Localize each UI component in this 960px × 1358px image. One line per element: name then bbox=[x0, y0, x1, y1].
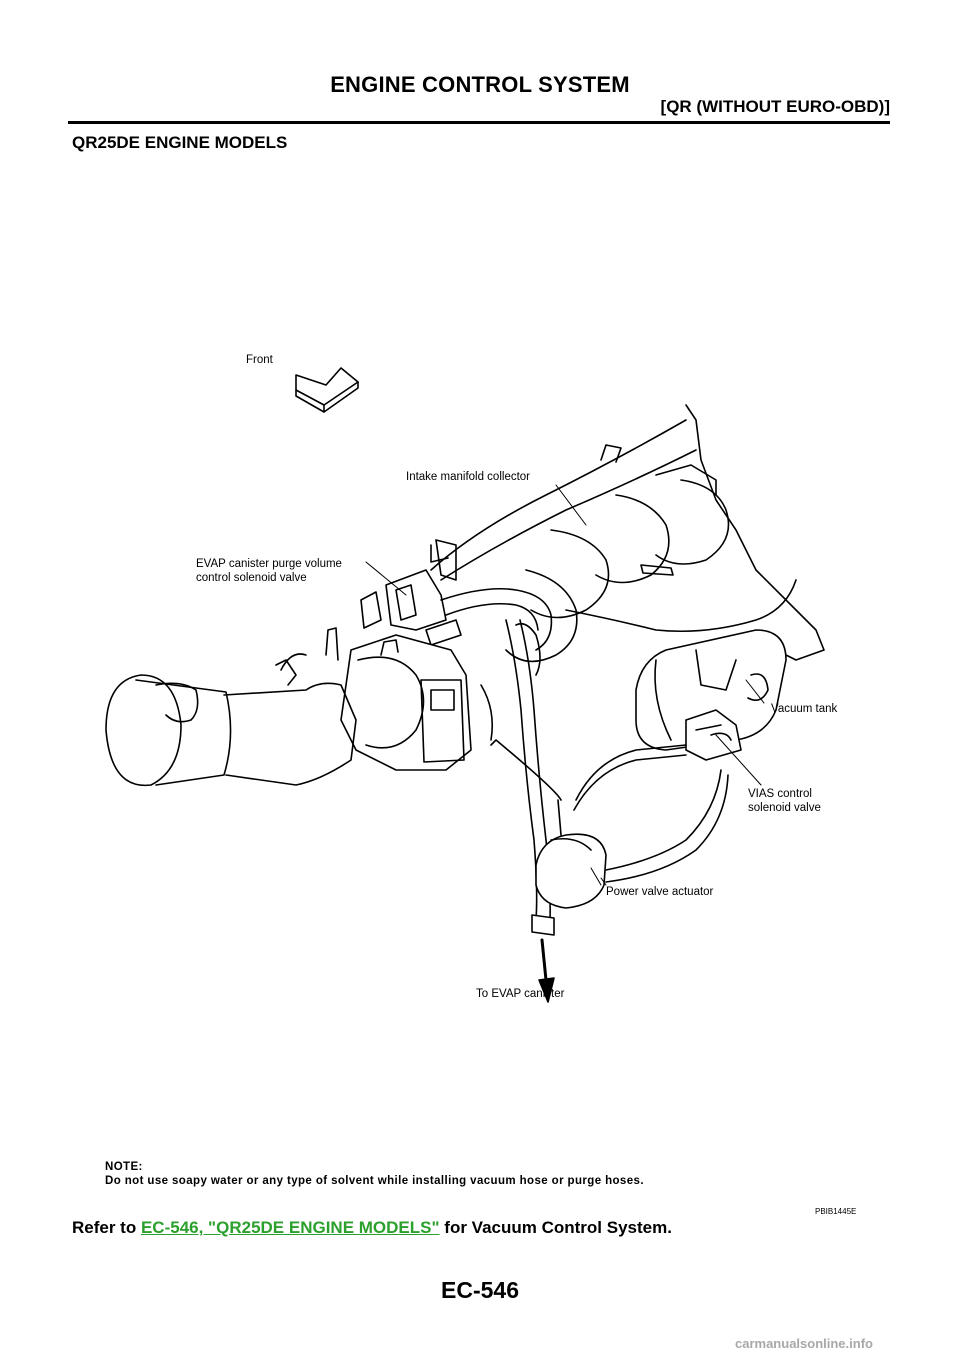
to-evap-arrow-icon bbox=[538, 938, 555, 1003]
leader-lines bbox=[365, 484, 765, 886]
page-number: EC-546 bbox=[441, 1277, 519, 1303]
evap-purge-solenoid-valve bbox=[360, 569, 553, 651]
label-to-evap-canister: To EVAP canister bbox=[476, 988, 565, 1000]
label-evap-valve-line2: control solenoid valve bbox=[196, 572, 307, 584]
power-valve-actuator bbox=[490, 739, 607, 909]
engine-diagram: Front Intake manifold collector EVAP can… bbox=[96, 330, 886, 1210]
label-power-valve-actuator: Power valve actuator bbox=[606, 886, 714, 898]
label-evap-valve-line1: EVAP canister purge volume bbox=[196, 558, 342, 570]
reference-link[interactable]: EC-546, "QR25DE ENGINE MODELS" bbox=[140, 1218, 440, 1237]
page-header-title: ENGINE CONTROL SYSTEM bbox=[330, 72, 630, 97]
page-header-subtitle: [QR (WITHOUT EURO-OBD)] bbox=[660, 97, 890, 116]
intake-manifold-collector bbox=[430, 404, 825, 663]
section-title: QR25DE ENGINE MODELS bbox=[72, 133, 288, 152]
header-rule bbox=[68, 121, 890, 124]
reference-suffix: for Vacuum Control System. bbox=[444, 1218, 672, 1237]
label-intake-manifold: Intake manifold collector bbox=[406, 471, 530, 483]
throttle-body bbox=[325, 627, 472, 771]
figure-id: PBIB1445E bbox=[815, 1207, 857, 1216]
reference-prefix: Refer to bbox=[72, 1218, 137, 1237]
watermark: carmanualsonline.info bbox=[735, 1336, 873, 1351]
label-vias-line1: VIAS control bbox=[748, 788, 812, 800]
intake-duct bbox=[105, 653, 357, 787]
label-front: Front bbox=[246, 354, 274, 366]
reference-line: Refer to EC-546, "QR25DE ENGINE MODELS" … bbox=[72, 1218, 672, 1238]
note-text: Do not use soapy water or any type of so… bbox=[105, 1175, 644, 1187]
front-arrow-icon bbox=[295, 367, 359, 413]
label-vacuum-tank: Vacuum tank bbox=[771, 703, 838, 715]
note-heading: NOTE: bbox=[105, 1161, 143, 1173]
vacuum-tank bbox=[635, 629, 787, 751]
note-block: NOTE: Do not use soapy water or any type… bbox=[105, 1160, 644, 1188]
vacuum-hoses bbox=[480, 684, 729, 883]
engine-diagram-drawing: Front Intake manifold collector EVAP can… bbox=[105, 354, 838, 1003]
label-vias-line2: solenoid valve bbox=[748, 802, 821, 814]
